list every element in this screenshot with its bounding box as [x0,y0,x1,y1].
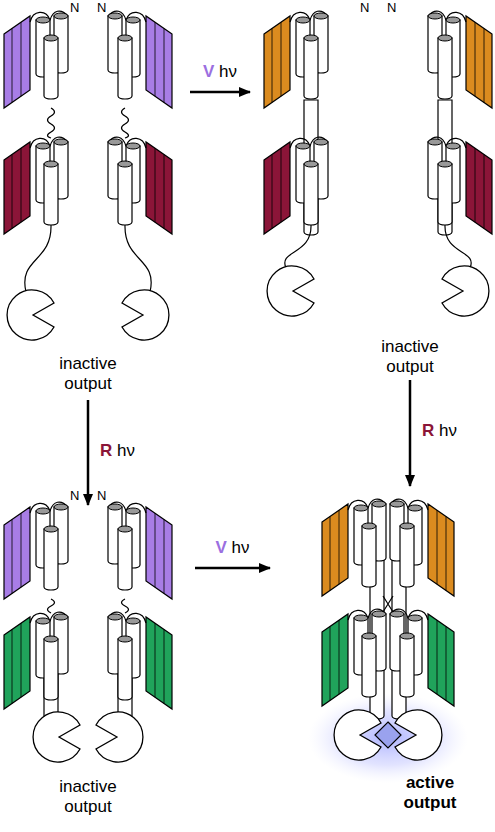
output-label: inactive output [362,337,458,377]
monomer-right [390,499,454,760]
light-label: R hν [100,441,135,461]
activity-glow [308,693,468,783]
state-panel: inactive output [0,505,195,832]
monomer-left [4,502,80,762]
monomer-right [108,11,172,340]
terminus-label: N [97,488,106,503]
monomer-left [4,11,68,340]
state-panel: inactive output [0,0,190,400]
transition-arrow [195,567,270,570]
terminus-label: N [70,488,79,503]
state-panel: active output [270,486,495,832]
output-label: inactive output [40,354,136,394]
transition-arrow [409,380,412,486]
terminus-label: N [360,0,369,15]
monomer-right [96,502,172,762]
transition-arrow [87,400,90,505]
transition-arrow [190,91,250,94]
monomer-left [264,11,328,316]
terminus-label: N [70,0,79,15]
substrate-diamond [375,722,401,748]
monomer-left [322,499,386,760]
light-label: V hν [215,538,249,558]
monomer-right [428,11,492,316]
light-label: R hν [422,421,457,441]
output-label: inactive output [40,777,136,817]
light-label: V hν [203,62,237,82]
output-label: active output [382,773,478,813]
state-panel: inactive output [250,0,495,380]
terminus-label: N [387,0,396,15]
helix-crossing [383,596,393,612]
terminus-label: N [97,0,106,15]
